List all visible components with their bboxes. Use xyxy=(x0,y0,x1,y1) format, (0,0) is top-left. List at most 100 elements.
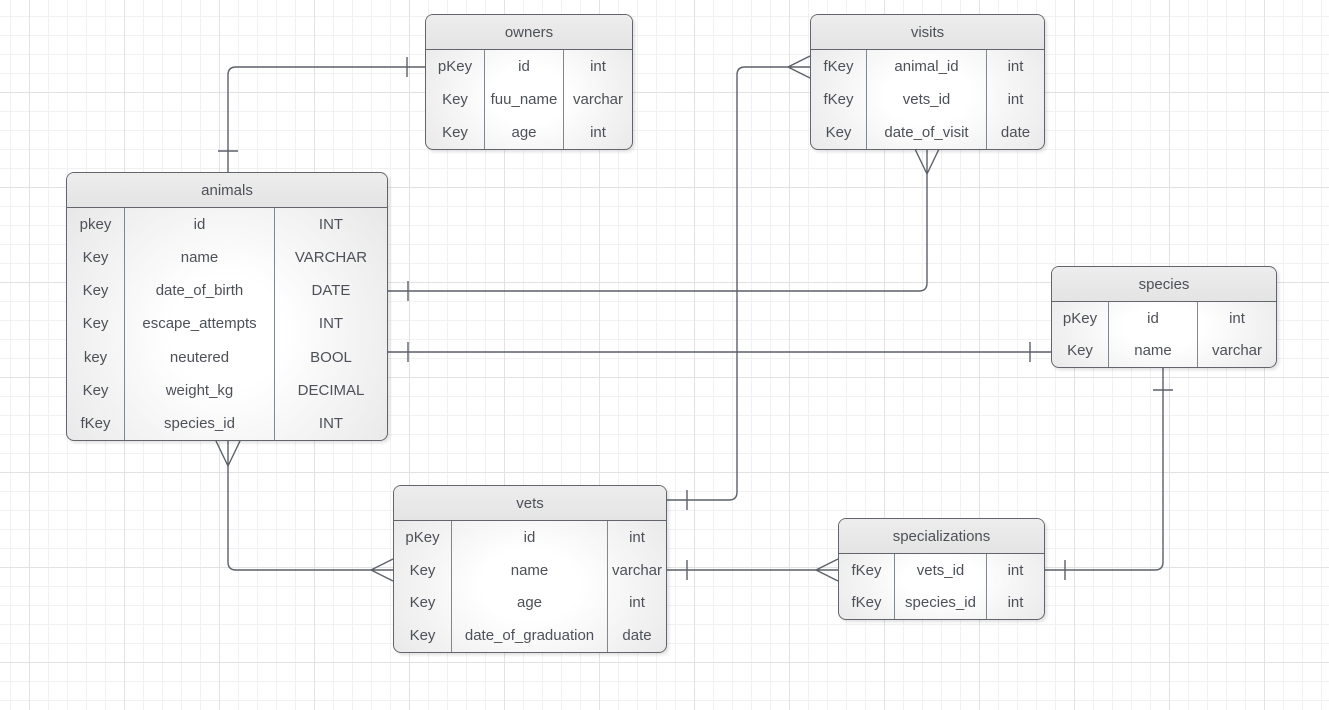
table-row: fKey species_id int xyxy=(839,586,1044,619)
row-type: INT xyxy=(318,216,344,234)
row-type: VARCHAR xyxy=(294,249,368,267)
row-type: date xyxy=(622,627,652,645)
row-key: Key xyxy=(442,91,468,108)
table-row: fKey animal_id int xyxy=(811,50,1044,83)
row-key: Key xyxy=(409,561,436,579)
row-field: date_of_graduation xyxy=(451,619,608,652)
row-key: fKey xyxy=(80,414,111,432)
row-type: BOOL xyxy=(310,348,352,366)
row-key: Key xyxy=(409,594,436,612)
row-key: fKey xyxy=(851,594,882,612)
row-field: id xyxy=(1108,302,1198,335)
crow-foot-marker xyxy=(215,440,241,467)
row-key: fKey xyxy=(823,58,854,75)
row-field: vets_id xyxy=(894,554,987,587)
connector-animals-vets[interactable] xyxy=(215,440,394,582)
row-type: INT xyxy=(318,315,344,333)
connector-species-specializations[interactable] xyxy=(1045,368,1173,580)
row-field: species_id xyxy=(124,406,275,440)
row-key: pKey xyxy=(405,528,440,546)
row-type: date xyxy=(1000,124,1031,141)
crow-foot-marker xyxy=(815,558,839,582)
row-field: id xyxy=(124,208,275,242)
connector-animals-species[interactable] xyxy=(388,342,1051,362)
row-field: age xyxy=(484,116,564,149)
row-type: int xyxy=(629,594,645,612)
table-title: owners xyxy=(426,15,632,50)
row-field: species_id xyxy=(894,586,987,619)
row-field: fuu_name xyxy=(484,83,564,116)
row-type: int xyxy=(1007,594,1024,612)
row-field: escape_attempts xyxy=(124,307,275,341)
row-type: DECIMAL xyxy=(297,381,365,399)
table-title: animals xyxy=(67,173,387,208)
row-field: weight_kg xyxy=(124,373,275,407)
row-key: Key xyxy=(825,124,852,141)
crow-foot-marker xyxy=(914,148,940,175)
row-key: fKey xyxy=(851,561,882,579)
row-key: Key xyxy=(82,249,109,267)
connector-visits-vets[interactable] xyxy=(667,55,811,510)
row-field: name xyxy=(451,553,608,587)
row-type: int xyxy=(1007,91,1024,108)
row-key: Key xyxy=(1067,342,1093,360)
row-field: name xyxy=(1108,334,1198,367)
row-key: fKey xyxy=(823,91,854,108)
table-row: fKey vets_id int xyxy=(811,83,1044,116)
connector-owners-animals[interactable] xyxy=(218,57,425,172)
row-type: int xyxy=(590,124,606,141)
table-row: Key fuu_name varchar xyxy=(426,83,632,116)
table-row: Key date_of_visit date xyxy=(811,116,1044,149)
row-field: name xyxy=(124,241,275,275)
row-field: age xyxy=(451,586,608,620)
connector-visits-animals[interactable] xyxy=(388,148,940,301)
row-key: pKey xyxy=(1062,309,1098,327)
row-type: INT xyxy=(318,414,344,432)
table-title: visits xyxy=(811,15,1044,50)
row-key: Key xyxy=(442,124,468,141)
row-key: pKey xyxy=(437,58,473,75)
row-type: int xyxy=(1229,309,1245,327)
row-key: Key xyxy=(82,381,109,399)
row-type: DATE xyxy=(311,282,351,300)
row-type: int xyxy=(1007,58,1024,75)
row-type: varchar xyxy=(1211,342,1263,360)
row-field: id xyxy=(484,50,564,83)
table-row: fKey species_id INT xyxy=(67,406,387,440)
table-row: Key weight_kg DECIMAL xyxy=(67,373,387,407)
connector-vets-specializations[interactable] xyxy=(667,558,839,582)
row-type: int xyxy=(590,58,606,75)
row-type: varchar xyxy=(572,91,624,108)
row-field: date_of_birth xyxy=(124,274,275,308)
row-field: date_of_visit xyxy=(866,116,987,149)
table-row: Key date_of_graduation date xyxy=(394,619,666,652)
row-key: Key xyxy=(409,627,436,645)
row-field: vets_id xyxy=(866,83,987,116)
crow-foot-marker xyxy=(787,55,811,79)
row-field: animal_id xyxy=(866,50,987,83)
row-type: int xyxy=(629,528,645,546)
row-key: pkey xyxy=(79,216,112,234)
